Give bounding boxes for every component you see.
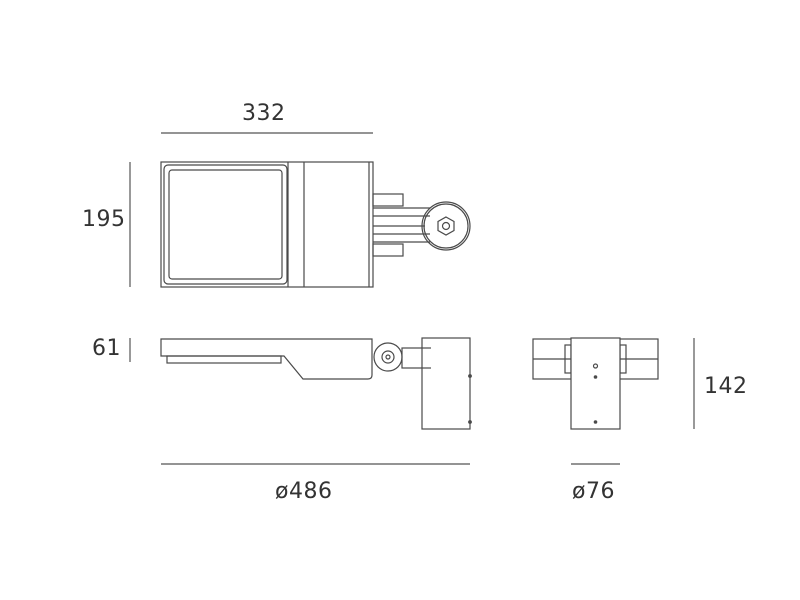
dim-label-width: 332 [242,101,286,126]
side-view [160,337,472,430]
dim-label-height-top: 195 [82,207,126,232]
top-view [160,161,471,288]
dim-label-height-side: 61 [92,336,121,361]
dim-label-pole-diameter: ø76 [572,479,615,504]
dim-label-front-height: 142 [704,374,748,399]
dim-label-overall-length: ø486 [275,479,333,504]
front-view [532,337,659,430]
